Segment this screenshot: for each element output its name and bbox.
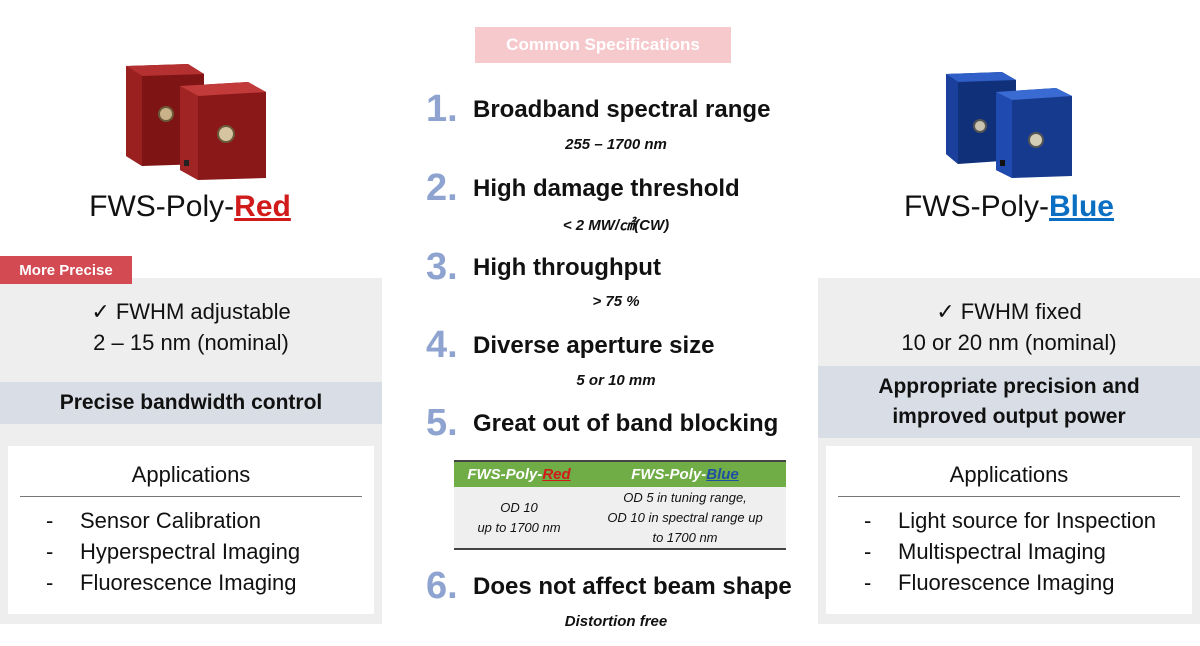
spec-label: Broadband spectral range [473, 96, 771, 123]
spec-label: Does not affect beam shape [473, 573, 792, 600]
blue-blocking-cell: OD 5 in tuning range, OD 10 in spectral … [584, 487, 786, 550]
spec-detail: 255 – 1700 nm [565, 136, 667, 153]
cell-line: to 1700 nm [652, 529, 718, 545]
red-spec-panel: ✓ FWHM adjustable 2 – 15 nm (nominal) Pr… [0, 278, 382, 624]
list-item: -Sensor Calibration [46, 508, 261, 533]
header-prefix: FWS-Poly- [631, 466, 707, 483]
red-fwhm-text: ✓ FWHM adjustable 2 – 15 nm (nominal) [0, 296, 382, 358]
application-label: Multispectral Imaging [898, 539, 1106, 564]
cell-line: OD 5 in tuning range, [623, 489, 747, 505]
list-item: -Fluorescence Imaging [46, 570, 297, 595]
header-accent: Red [542, 466, 571, 483]
cell-line: OD 10 in spectral range up [607, 509, 763, 525]
list-item: -Multispectral Imaging [864, 539, 1106, 564]
spec-label: Diverse aperture size [473, 332, 715, 359]
header-accent: Blue [706, 466, 739, 483]
product-name-accent: Blue [1048, 190, 1114, 223]
spec-label: Great out of band blocking [473, 410, 779, 437]
fws-poly-red-product-image [118, 60, 276, 180]
more-precise-badge: More Precise [0, 256, 132, 284]
spec-number: 1. [426, 88, 458, 130]
fws-poly-red-title: FWS-Poly-Red [0, 190, 380, 224]
blue-applications-box: Applications -Light source for Inspectio… [826, 446, 1192, 614]
list-item: -Light source for Inspection [864, 508, 1157, 533]
applications-list: -Sensor Calibration -Hyperspectral Imagi… [8, 497, 374, 598]
list-item: -Fluorescence Imaging [864, 570, 1115, 595]
blue-fwhm-text: ✓ FWHM fixed 10 or 20 nm (nominal) [818, 296, 1200, 358]
spec-label: High damage threshold [473, 175, 740, 202]
cell-line: up to 1700 nm [477, 519, 561, 535]
red-blocking-cell: OD 10 up to 1700 nm [454, 487, 584, 550]
fws-poly-blue-product-image [938, 70, 1078, 180]
fwhm-line: ✓ FWHM adjustable [91, 299, 291, 324]
spec-number: 5. [426, 402, 458, 444]
spec-number: 2. [426, 167, 458, 209]
list-item: -Hyperspectral Imaging [46, 539, 301, 564]
blue-feature-band: Appropriate precision and improved outpu… [818, 366, 1200, 438]
product-name-prefix: FWS-Poly- [89, 190, 235, 223]
column-header-blue: FWS-Poly-Blue [584, 460, 786, 487]
spec-detail: < 2 MW/㎠(CW) [562, 217, 670, 234]
applications-heading: Applications [838, 446, 1180, 497]
header-prefix: FWS-Poly- [467, 466, 543, 483]
blue-spec-panel: ✓ FWHM fixed 10 or 20 nm (nominal) Appro… [818, 278, 1200, 624]
fws-poly-blue-title: FWS-Poly-Blue [819, 190, 1199, 224]
out-of-band-blocking-table: FWS-Poly-Red FWS-Poly-Blue OD 10 up to 1… [454, 460, 786, 550]
product-name-accent: Red [234, 190, 291, 223]
fwhm-line: ✓ FWHM fixed [936, 299, 1082, 324]
cell-line: OD 10 [500, 499, 538, 515]
common-specifications-badge: Common Specifications [475, 27, 731, 63]
table-row: OD 10 up to 1700 nm OD 5 in tuning range… [454, 487, 786, 550]
spec-label: High throughput [473, 254, 661, 281]
table-header-row: FWS-Poly-Red FWS-Poly-Blue [454, 460, 786, 487]
applications-list: -Light source for Inspection -Multispect… [826, 497, 1192, 598]
red-feature-band: Precise bandwidth control [0, 382, 382, 424]
application-label: Fluorescence Imaging [898, 570, 1115, 595]
product-name-prefix: FWS-Poly- [903, 190, 1049, 223]
band-line: improved output power [892, 405, 1126, 428]
spec-number: 3. [426, 246, 458, 288]
application-label: Light source for Inspection [898, 508, 1157, 533]
spec-detail: 5 or 10 mm [576, 372, 656, 389]
fwhm-range: 10 or 20 nm (nominal) [901, 330, 1117, 355]
spec-number: 4. [426, 324, 458, 366]
band-line: Appropriate precision and [878, 375, 1140, 398]
application-label: Hyperspectral Imaging [80, 539, 301, 564]
applications-heading: Applications [20, 446, 362, 497]
column-header-red: FWS-Poly-Red [454, 460, 584, 487]
application-label: Sensor Calibration [80, 508, 261, 533]
spec-number: 6. [426, 565, 458, 607]
spec-detail: > 75 % [592, 293, 640, 310]
spec-detail: Distortion free [564, 613, 668, 630]
fwhm-range: 2 – 15 nm (nominal) [93, 330, 289, 355]
application-label: Fluorescence Imaging [80, 570, 297, 595]
red-applications-box: Applications -Sensor Calibration -Hypers… [8, 446, 374, 614]
